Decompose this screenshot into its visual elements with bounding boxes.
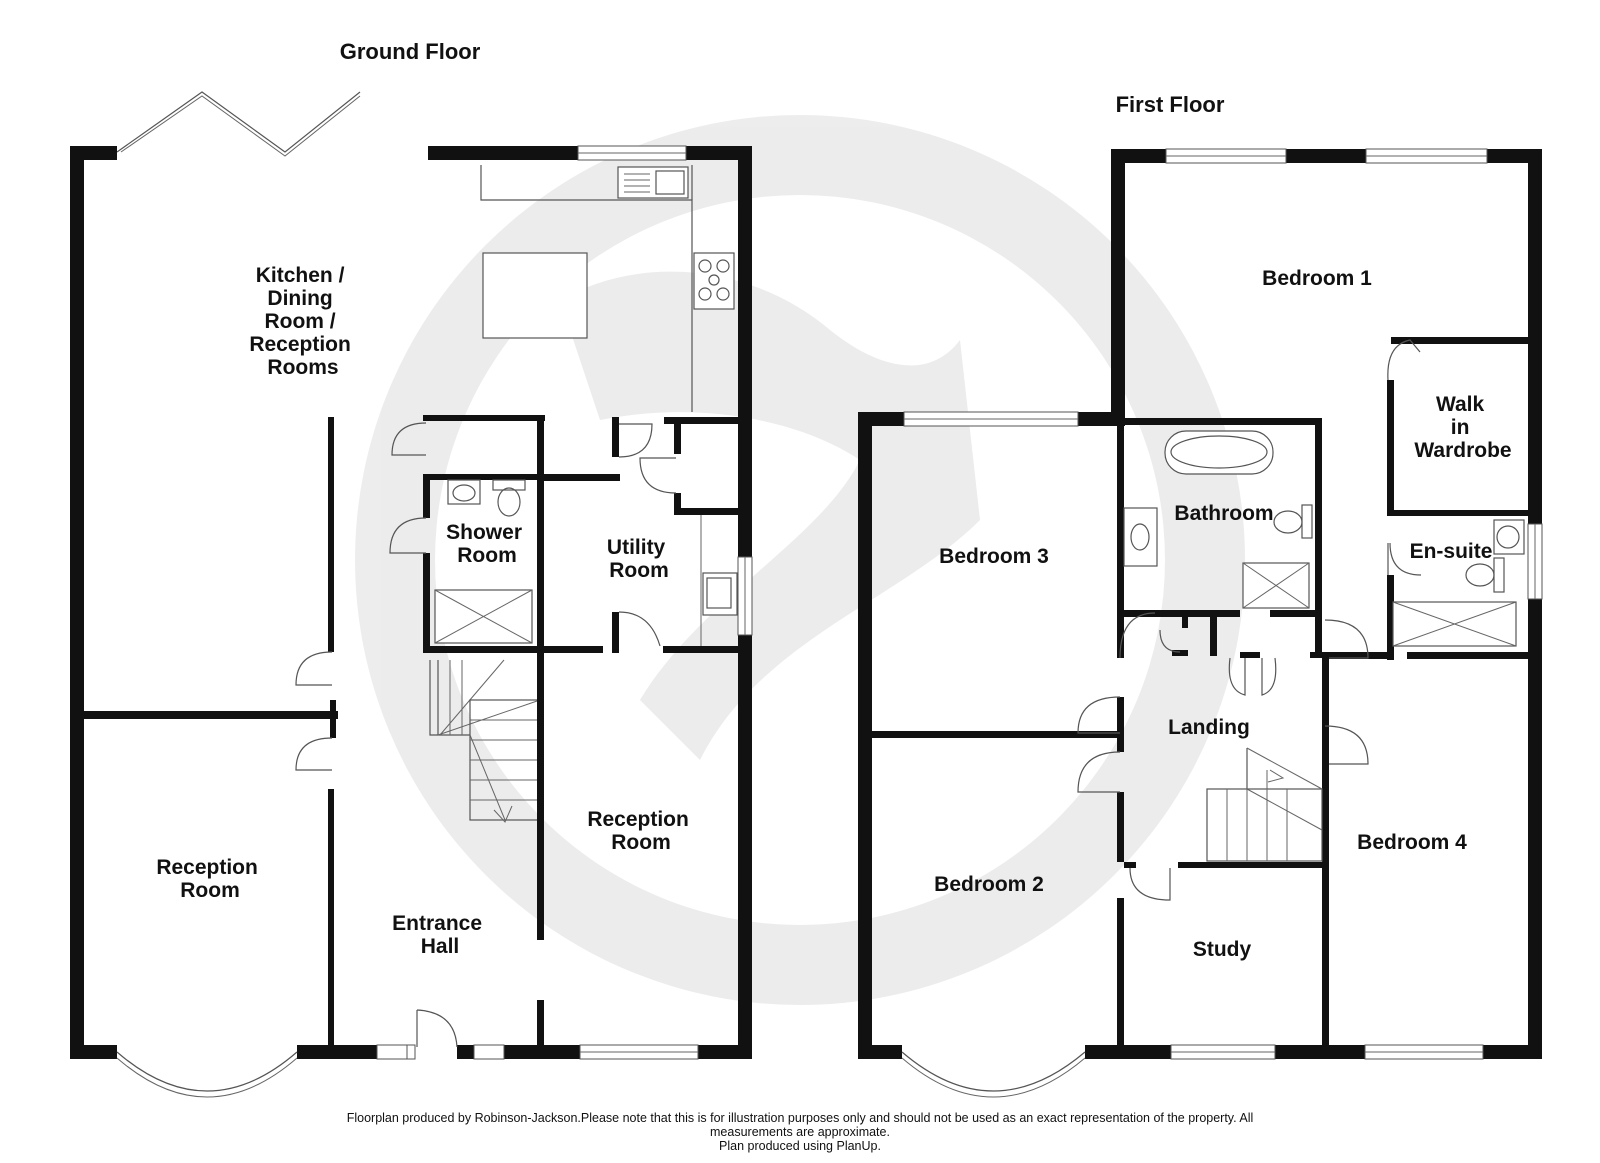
kitchen-counter bbox=[480, 165, 693, 412]
bedroom-4-label: Bedroom 4 bbox=[1357, 831, 1467, 854]
door bbox=[1228, 657, 1246, 696]
en-suite-label: En-suite bbox=[1410, 540, 1493, 563]
door bbox=[391, 422, 427, 456]
bay-window bbox=[116, 1051, 298, 1092]
door bbox=[618, 611, 661, 647]
door bbox=[1324, 619, 1369, 659]
entrance-hall-label: Entrance Hall bbox=[392, 912, 488, 958]
ground-floor-title: Ground Floor bbox=[340, 39, 481, 64]
toilet-icon bbox=[1493, 557, 1505, 593]
first-floor-title: First Floor bbox=[1116, 92, 1225, 117]
kitchen-dining-reception-label: Kitchen / Dining Room / Reception Rooms bbox=[249, 264, 356, 379]
door bbox=[1119, 612, 1156, 659]
door bbox=[1077, 696, 1121, 734]
disclaimer-footer: Floorplan produced by Robinson-Jackson.P… bbox=[0, 1111, 1600, 1153]
bedroom-3-label: Bedroom 3 bbox=[939, 545, 1049, 568]
front-door bbox=[416, 1009, 458, 1048]
reception-room-right-label: Reception Room bbox=[587, 808, 694, 854]
shower-room-label: Shower Room bbox=[446, 521, 528, 567]
utility-room-label: Utility Room bbox=[607, 536, 671, 582]
door bbox=[1261, 657, 1277, 696]
bay-window bbox=[901, 1051, 1086, 1092]
toilet-icon bbox=[492, 479, 526, 491]
basin-icon bbox=[1123, 507, 1158, 567]
door bbox=[1387, 339, 1421, 381]
door bbox=[1324, 725, 1369, 765]
door bbox=[1129, 867, 1171, 901]
toilet-icon bbox=[1301, 504, 1313, 539]
disclaimer-line-2: measurements are approximate. bbox=[710, 1125, 890, 1139]
disclaimer-line-3: Plan produced using PlanUp. bbox=[719, 1139, 881, 1153]
kitchen-island bbox=[482, 252, 588, 339]
hob-icon bbox=[693, 252, 735, 310]
bathtub-icon bbox=[1164, 430, 1274, 475]
ground-floor-plan: Kitchen / Dining Room / Reception Rooms … bbox=[70, 91, 753, 1098]
door bbox=[639, 457, 677, 494]
door bbox=[295, 737, 333, 771]
walk-in-wardrobe-label: Walk in Wardrobe bbox=[1414, 393, 1511, 462]
bathroom-label: Bathroom bbox=[1174, 502, 1273, 525]
bedroom-1-label: Bedroom 1 bbox=[1262, 267, 1372, 290]
reception-room-left-label: Reception Room bbox=[156, 856, 263, 902]
bedroom-2-label: Bedroom 2 bbox=[934, 873, 1044, 896]
landing-label: Landing bbox=[1168, 716, 1250, 739]
door bbox=[389, 517, 427, 554]
door bbox=[1389, 542, 1422, 576]
door bbox=[1159, 629, 1181, 653]
door bbox=[618, 423, 653, 458]
door bbox=[295, 651, 333, 686]
disclaimer-line-1: Floorplan produced by Robinson-Jackson.P… bbox=[346, 1111, 1254, 1125]
staircase bbox=[1206, 747, 1323, 862]
first-floor-plan: Bedroom 1 Walk in Wardrobe Bathroom En-s… bbox=[858, 148, 1543, 1098]
bifold-door bbox=[116, 91, 361, 153]
study-label: Study bbox=[1193, 938, 1252, 961]
door bbox=[1077, 751, 1121, 793]
